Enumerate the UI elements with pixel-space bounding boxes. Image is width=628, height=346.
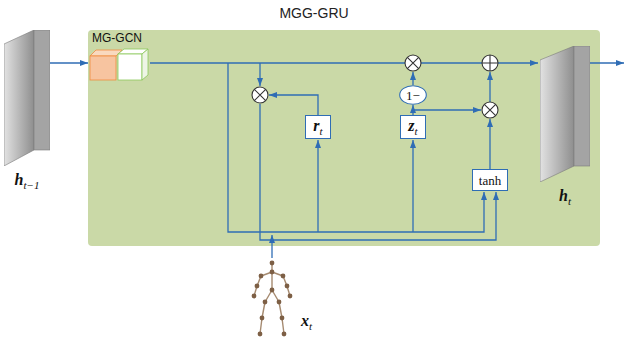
skeleton-bone <box>282 318 284 334</box>
label-text: tanh <box>479 173 501 188</box>
node-label: zt <box>408 118 417 137</box>
label-subscript: t <box>415 125 418 137</box>
complement-ellipse: 1− <box>399 85 427 105</box>
skeleton-joint <box>270 261 275 266</box>
gate-box: rt <box>305 115 331 139</box>
node-label: tanh <box>479 172 501 188</box>
node-label: 1− <box>406 87 420 103</box>
skeleton-joint <box>252 294 257 299</box>
connector-arrow <box>50 62 88 63</box>
activation-box: tanh <box>472 169 508 191</box>
skeleton-joint <box>277 300 282 305</box>
label-text: 1− <box>406 88 420 103</box>
hidden-state-block: ht−1 <box>4 30 50 166</box>
add-cross <box>482 55 498 71</box>
node-shape <box>247 258 297 338</box>
skeleton-joint <box>280 316 285 321</box>
reset-gate-wire <box>269 95 318 115</box>
node-label: ht−1 <box>15 172 40 191</box>
label-subscript: t <box>320 125 323 137</box>
skeleton-joint <box>270 270 275 275</box>
connector-arrow <box>412 105 413 115</box>
add-symbol <box>482 55 498 71</box>
label-text: z <box>408 117 414 134</box>
multiply-symbol <box>252 87 268 103</box>
label-text: r <box>313 117 319 134</box>
update-branch-wire <box>413 109 481 110</box>
reset-gate-input <box>317 140 318 232</box>
skeleton-joint <box>270 288 275 293</box>
cube-front <box>118 54 142 80</box>
skeleton-bone <box>262 302 265 318</box>
node-label: rt <box>313 118 322 137</box>
node-shape <box>4 30 50 166</box>
node-label: xt <box>301 313 312 332</box>
label-subscript: t <box>568 195 571 207</box>
skeleton-bone <box>260 318 262 334</box>
skeleton-joint <box>258 332 263 337</box>
input-bus <box>228 63 484 232</box>
block-front-face <box>574 46 590 166</box>
skeleton-bone <box>271 272 272 290</box>
hidden-state-block: ht <box>540 46 590 182</box>
block-side-face <box>4 30 34 166</box>
multiply-cross <box>484 104 495 115</box>
graph-conv-block: MG-GCN <box>88 48 150 82</box>
skeleton-joint <box>285 284 290 289</box>
candidate-wire <box>489 119 490 169</box>
node-shape <box>540 46 590 182</box>
block-front-face <box>34 30 50 150</box>
node-shape <box>88 48 150 82</box>
update-gate-input <box>412 140 413 232</box>
skeleton-joint <box>282 332 287 337</box>
gate-box: zt <box>400 115 426 139</box>
skeleton-joint <box>263 300 268 305</box>
ellipse-outline <box>400 86 427 105</box>
complement-wire <box>412 72 413 85</box>
input-wire <box>271 235 272 258</box>
block-side-face <box>540 46 574 182</box>
skeleton-joint <box>288 294 293 299</box>
skeleton-joint <box>255 284 260 289</box>
multiply-cross <box>407 57 418 68</box>
node-label: ht <box>559 188 571 207</box>
reset-input-wire <box>259 63 260 86</box>
label-text: MG-GCN <box>92 31 142 45</box>
label-subscript: t <box>309 320 312 332</box>
skeleton-bone <box>279 302 282 318</box>
state-wire <box>150 62 538 63</box>
cube-front <box>90 56 116 80</box>
cube-side <box>142 49 148 80</box>
node-label: MG-GCN <box>92 29 142 45</box>
skeleton-joint <box>259 274 264 279</box>
skeleton-joint <box>260 316 265 321</box>
label-text: x <box>301 312 309 329</box>
cell-panel <box>88 30 600 246</box>
diagram-title: MGG-GRU <box>0 5 628 21</box>
multiply-cross <box>254 89 265 100</box>
skeleton-joint <box>281 274 286 279</box>
skeleton-input: xt <box>247 258 297 338</box>
cube-top <box>90 50 122 56</box>
label-text: h <box>15 171 24 188</box>
output-wire <box>590 62 624 63</box>
multiply-symbol <box>482 102 498 118</box>
reset-output-wire <box>260 104 496 240</box>
product-wire <box>489 72 490 102</box>
label-subscript: t−1 <box>23 179 39 191</box>
label-text: h <box>559 187 568 204</box>
multiply-symbol <box>405 55 421 71</box>
